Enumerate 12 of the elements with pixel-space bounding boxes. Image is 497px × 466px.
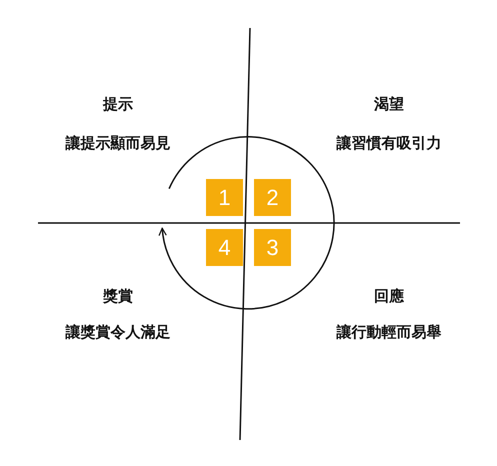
number-tile: 3 <box>254 229 291 266</box>
quadrant-description: 讓獎賞令人滿足 <box>66 323 170 341</box>
quadrant-description: 讓提示顯而易見 <box>66 134 170 152</box>
number-tile: 2 <box>254 179 291 216</box>
quadrant-description: 讓行動輕而易舉 <box>336 323 442 341</box>
quadrant-heading: 提示 <box>103 95 133 113</box>
quadrant-description: 讓習慣有吸引力 <box>336 134 442 152</box>
number-tile: 4 <box>206 229 243 266</box>
quadrant-heading: 獎賞 <box>103 287 133 305</box>
quadrant-heading: 回應 <box>374 287 404 305</box>
number-tile: 1 <box>206 179 243 216</box>
quadrant-heading: 渴望 <box>374 95 404 113</box>
